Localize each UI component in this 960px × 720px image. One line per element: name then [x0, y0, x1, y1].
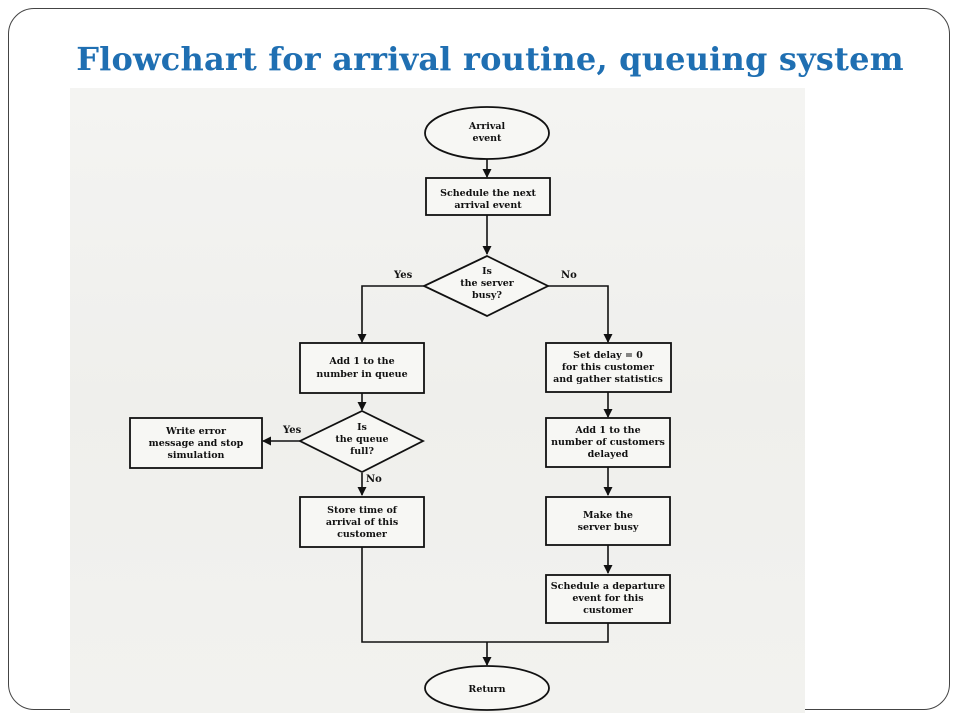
edge-server-busy-yes: [357, 285, 424, 343]
label-no-queue: No: [366, 474, 382, 485]
schedule-departure-label-3: customer: [583, 605, 634, 616]
schedule-departure-label-1: Schedule a departure: [551, 581, 665, 592]
add-delayed-label-2: number of customers: [551, 437, 665, 448]
write-error-box: [129, 417, 263, 469]
add-delayed-label-1: Add 1 to the: [574, 425, 640, 436]
add-delayed-box: [545, 417, 671, 468]
set-delay-box: [545, 342, 672, 393]
set-delay-label-2: for this customer: [562, 362, 655, 373]
set-delay-label-3: and gather statistics: [553, 374, 663, 385]
schedule-departure-box: [545, 574, 671, 624]
edge-departure-to-merge: [487, 623, 609, 643]
start-label-1: Arrival: [468, 121, 506, 132]
add-queue-label-1: Add 1 to the: [328, 356, 394, 367]
make-busy-label-1: Make the: [583, 510, 633, 521]
flowchart-nodes: [129, 106, 672, 711]
return-label: Return: [468, 684, 505, 695]
slide-title: Flowchart for arrival routine, queuing s…: [76, 40, 904, 78]
schedule-next-label-2: arrival event: [454, 200, 522, 211]
store-time-label-2: arrival of this: [326, 517, 398, 528]
add-queue-label-2: number in queue: [316, 369, 407, 380]
edge-store-time-to-merge: [361, 547, 487, 643]
store-time-label-3: customer: [337, 529, 388, 540]
make-busy-box: [545, 496, 671, 546]
start-terminal: [424, 106, 550, 160]
queue-full-label-1: Is: [357, 422, 367, 433]
write-error-label-1: Write error: [165, 426, 227, 437]
store-time-label-1: Store time of: [327, 505, 398, 516]
add-delayed-label-3: delayed: [588, 449, 629, 460]
schedule-departure-label-2: event for this: [572, 593, 643, 604]
schedule-next-box: [425, 177, 551, 216]
return-terminal: [424, 665, 550, 711]
write-error-label-3: simulation: [168, 450, 225, 461]
set-delay-label-1: Set delay = 0: [573, 350, 643, 361]
flowchart-node-texts: Arrival event Schedule the next arrival …: [149, 121, 666, 695]
write-error-label-2: message and stop: [149, 438, 244, 449]
schedule-next-label-1: Schedule the next: [440, 188, 536, 199]
server-busy-label-2: the server: [460, 278, 515, 289]
flowchart-edge-labels: Yes No Yes No: [282, 270, 577, 485]
server-busy-label-3: busy?: [472, 290, 502, 301]
make-busy-label-2: server busy: [578, 522, 639, 533]
server-busy-diamond: [421, 255, 551, 317]
add-queue-box: [299, 342, 425, 394]
store-time-box: [299, 496, 425, 548]
edge-server-busy-no: [548, 285, 613, 343]
label-no-server: No: [561, 270, 577, 281]
queue-full-diamond: [297, 409, 426, 474]
queue-full-label-3: full?: [350, 446, 374, 457]
start-label-2: event: [473, 133, 503, 144]
queue-full-label-2: the queue: [335, 434, 388, 445]
label-yes-server: Yes: [393, 270, 413, 281]
server-busy-label-1: Is: [482, 266, 492, 277]
flowchart-edges: [262, 159, 613, 666]
label-yes-queue: Yes: [282, 425, 302, 436]
